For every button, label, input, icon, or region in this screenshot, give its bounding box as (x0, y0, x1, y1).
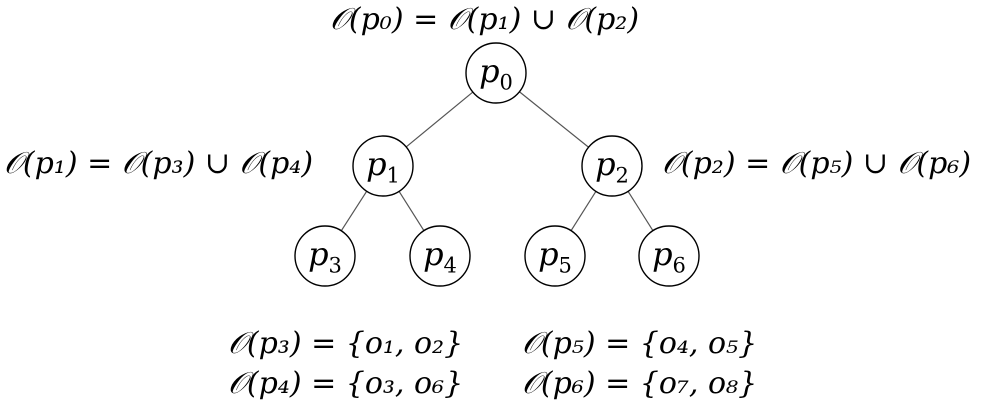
tree-edges (340, 91, 654, 232)
node-label-p4: p4 (423, 235, 457, 278)
equation-p5: 𝒪(p₅) = {o₄, o₅} (522, 326, 758, 361)
node-p1 (352, 135, 414, 197)
equation-p3: 𝒪(p₃) = {o₁, o₂} (228, 326, 464, 361)
node-p4 (409, 225, 471, 287)
tree-nodes (294, 42, 700, 287)
edge-p0-p1 (405, 91, 474, 148)
node-label-p3: p3 (308, 235, 342, 278)
edge-p0-p2 (519, 91, 589, 148)
equation-p2: 𝒪(p₂) = 𝒪(p₅) ∪ 𝒪(p₆) (662, 146, 972, 181)
equation-p0: 𝒪(p₀) = 𝒪(p₁) ∪ 𝒪(p₂) (330, 2, 640, 37)
node-p2 (581, 135, 643, 197)
node-label-p2: p2 (595, 145, 629, 188)
edge-p2-p5 (570, 191, 597, 231)
edge-p2-p6 (627, 191, 654, 231)
equation-p6: 𝒪(p₆) = {o₇, o₈} (522, 366, 758, 401)
node-label-p1: p1 (366, 145, 400, 188)
node-p6 (638, 225, 700, 287)
node-label-p5: p5 (538, 235, 572, 278)
node-p3 (294, 225, 356, 287)
node-p0 (465, 42, 527, 104)
edge-p1-p3 (340, 190, 368, 232)
equation-p1: 𝒪(p₁) = 𝒪(p₃) ∪ 𝒪(p₄) (4, 146, 314, 181)
node-p5 (524, 225, 586, 287)
node-label-p6: p6 (652, 235, 686, 278)
edge-p1-p4 (398, 191, 425, 231)
node-label-p0: p0 (479, 52, 513, 95)
equation-p4: 𝒪(p₄) = {o₃, o₆} (228, 366, 464, 401)
